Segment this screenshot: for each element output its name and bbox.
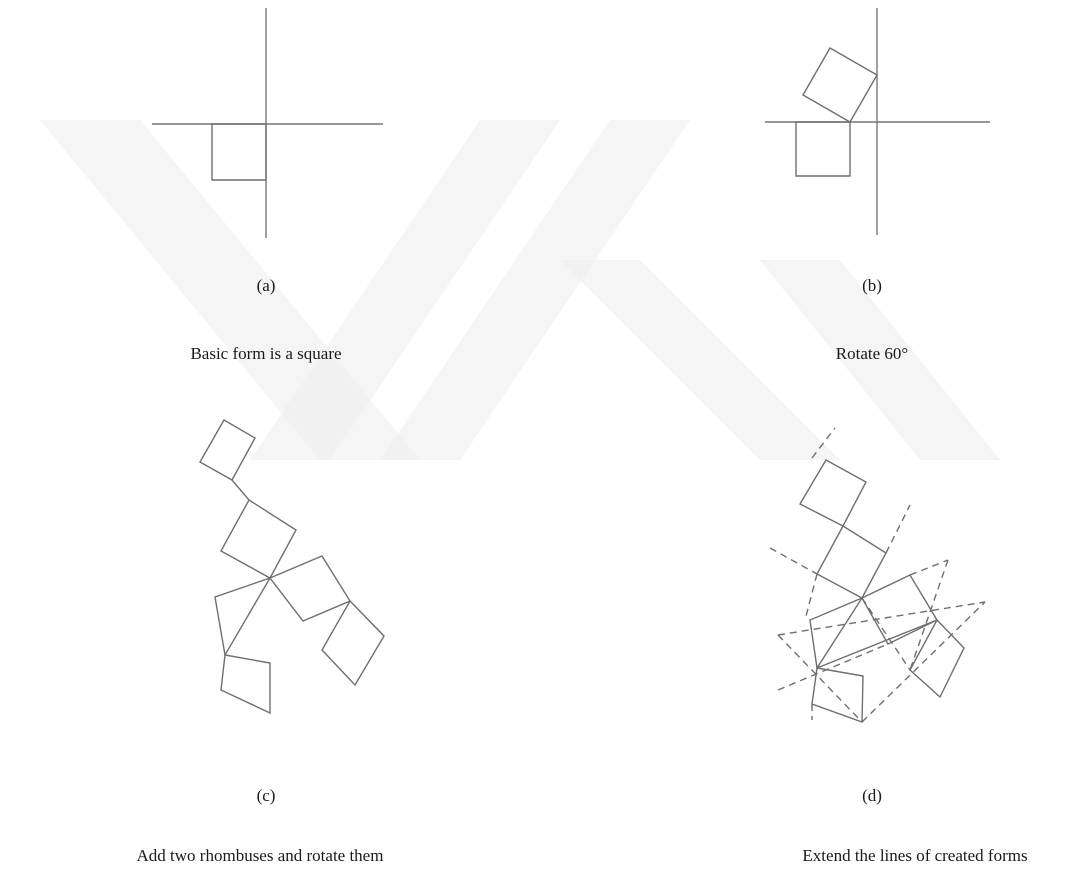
rotated-square (802, 47, 878, 123)
basic-square (211, 123, 267, 181)
left-square (809, 596, 864, 670)
panel-b-label: (b) (862, 276, 882, 295)
extension-line (777, 634, 863, 723)
extension-line (909, 559, 949, 576)
extension-line (811, 427, 836, 459)
panel-a-label: (a) (256, 276, 276, 295)
extension-line (804, 573, 818, 621)
basic-square (795, 121, 851, 177)
panel-a-caption: Basic form is a square (190, 344, 342, 363)
extension-line (777, 601, 986, 636)
panel-d-diagram (769, 427, 986, 723)
extension-line (777, 643, 889, 691)
panel-d-caption: Extend the lines of created forms (802, 846, 1028, 865)
panel-c-diagram (199, 419, 385, 715)
panel-b-caption: Rotate 60° (835, 344, 909, 363)
extension-line (769, 547, 818, 575)
bottom-square (811, 667, 864, 723)
lower-right-rhombus (909, 618, 965, 699)
right-rhombus (268, 555, 352, 622)
extension-line (909, 559, 949, 671)
panel-b-diagram (765, 8, 990, 235)
left-square (214, 576, 272, 658)
right-rhombus (861, 574, 938, 645)
upper-square (220, 499, 297, 579)
bottom-square (220, 654, 271, 715)
panel-a-diagram (152, 8, 383, 238)
upper-square (816, 525, 887, 599)
panel-c-label: (c) (256, 786, 276, 805)
extension-line (861, 601, 986, 723)
top-square (199, 419, 256, 481)
lower-right-rhombus (321, 599, 385, 687)
background-watermark (40, 120, 1000, 460)
extension-line (885, 504, 911, 554)
cross-line (816, 619, 938, 669)
top-square (799, 459, 867, 527)
panel-d-label: (d) (862, 786, 882, 805)
connector-line (231, 479, 250, 501)
extension-line (861, 597, 911, 671)
panel-c-caption: Add two rhombuses and rotate them (136, 846, 384, 865)
